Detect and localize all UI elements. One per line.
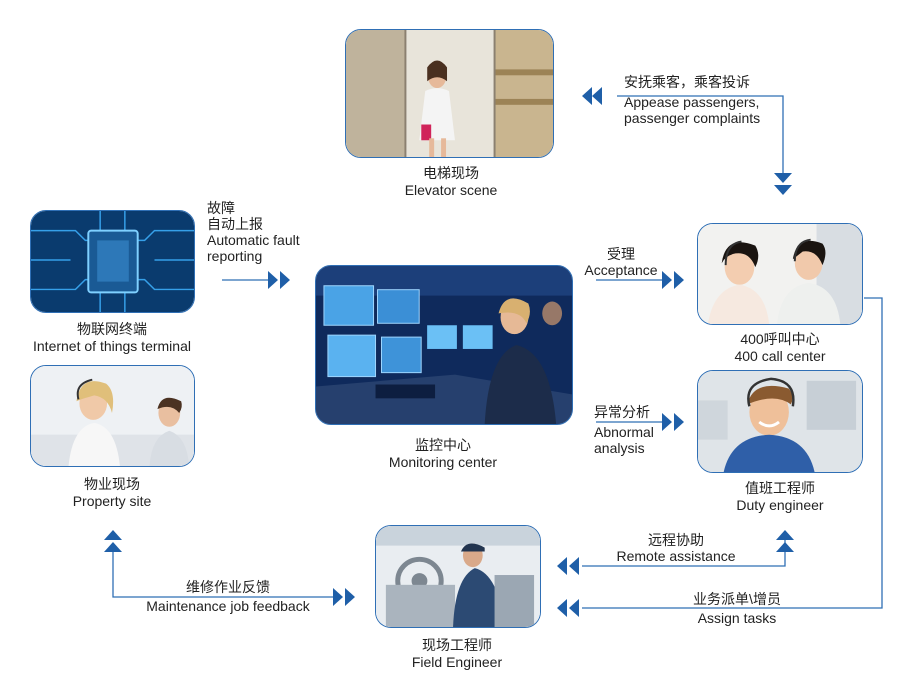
- fault-label-zh1: 故障: [207, 200, 235, 216]
- call-center-en: 400 call center: [734, 348, 826, 364]
- abnormal-label-en1: Abnormal: [594, 424, 654, 440]
- monitoring-center-photo: [315, 265, 573, 425]
- call-center-caption: 400呼叫中心 400 call center: [734, 331, 825, 365]
- monitoring-center-en: Monitoring center: [388, 454, 498, 470]
- arrow-to-callcenter: [774, 173, 792, 195]
- monitoring-center-caption: 监控中心 Monitoring center: [389, 437, 497, 471]
- feedback-label: 维修作业反馈 Maintenance job feedback: [146, 579, 309, 614]
- acceptance-label-zh: 受理: [606, 246, 635, 262]
- elevator-scene-photo: [345, 29, 554, 158]
- duty-engineer-zh: 值班工程师: [744, 480, 815, 496]
- iot-terminal-en: Internet of things terminal: [33, 338, 191, 354]
- arrow-fault: [268, 271, 290, 289]
- arrow-abnormal: [662, 413, 684, 431]
- appease-label-en1: Appease passengers,: [624, 94, 760, 110]
- feedback-label-en: Maintenance job feedback: [146, 598, 310, 614]
- call-center-photo: [697, 223, 863, 325]
- appease-label-zh: 安抚乘客，乘客投诉: [624, 74, 750, 90]
- property-site-en: Property site: [72, 493, 152, 509]
- arrow-acceptance: [662, 271, 684, 289]
- iot-terminal-zh: 物联网终端: [76, 321, 147, 337]
- property-site-caption: 物业现场 Property site: [73, 476, 152, 510]
- abnormal-label-zh: 异常分析: [594, 404, 650, 420]
- field-engineer-photo: [375, 525, 541, 628]
- fault-label: 故障 自动上报 Automatic fault reporting: [207, 200, 300, 264]
- elevator-scene-en: Elevator scene: [404, 182, 498, 198]
- line-feedback: [112, 548, 333, 598]
- feedback-label-zh: 维修作业反馈: [185, 579, 270, 595]
- field-engineer-caption: 现场工程师 Field Engineer: [412, 637, 502, 671]
- assign-label: 业务派单\增员 Assign tasks: [693, 591, 781, 626]
- assign-label-zh: 业务派单\增员: [693, 591, 781, 607]
- monitoring-center-zh: 监控中心: [414, 437, 471, 453]
- line-assign: [582, 297, 883, 609]
- property-site-zh: 物业现场: [84, 476, 140, 492]
- duty-engineer-photo: [697, 370, 863, 473]
- abnormal-label: 异常分析 Abnormal analysis: [594, 404, 654, 456]
- line-appease: [617, 95, 784, 173]
- elevator-scene-zh: 电梯现场: [422, 165, 479, 181]
- acceptance-label-en: Acceptance: [584, 262, 658, 278]
- assign-label-en: Assign tasks: [697, 610, 777, 626]
- property-site-photo: [30, 365, 195, 467]
- fault-label-en1: Automatic fault: [207, 232, 300, 248]
- arrow-remote: [557, 557, 579, 575]
- arrow-feedback: [333, 588, 355, 606]
- fault-label-en2: reporting: [207, 248, 263, 264]
- remote-label-en: Remote assistance: [616, 548, 736, 564]
- arrow-assign: [557, 599, 579, 617]
- duty-engineer-en: Duty engineer: [736, 497, 824, 513]
- field-engineer-zh: 现场工程师: [422, 637, 492, 653]
- call-center-zh: 400呼叫中心: [740, 331, 820, 347]
- remote-label: 远程协助 Remote assistance: [616, 532, 735, 564]
- fault-label-zh2: 自动上报: [207, 216, 263, 232]
- appease-label-en2: passenger complaints: [624, 110, 761, 126]
- iot-terminal-caption: 物联网终端 Internet of things terminal: [33, 321, 191, 355]
- arrow-remote-up: [776, 530, 794, 552]
- arrow-appease: [582, 87, 602, 105]
- arrow-to-property: [104, 530, 122, 552]
- remote-label-zh: 远程协助: [648, 532, 704, 548]
- abnormal-label-en2: analysis: [594, 440, 645, 456]
- appease-label: 安抚乘客，乘客投诉 Appease passengers, passenger …: [624, 74, 760, 126]
- elevator-scene-caption: 电梯现场 Elevator scene: [405, 165, 498, 199]
- duty-engineer-caption: 值班工程师 Duty engineer: [736, 480, 823, 514]
- iot-terminal-photo: [30, 210, 195, 313]
- acceptance-label: 受理 Acceptance: [584, 246, 657, 278]
- field-engineer-en: Field Engineer: [411, 654, 503, 670]
